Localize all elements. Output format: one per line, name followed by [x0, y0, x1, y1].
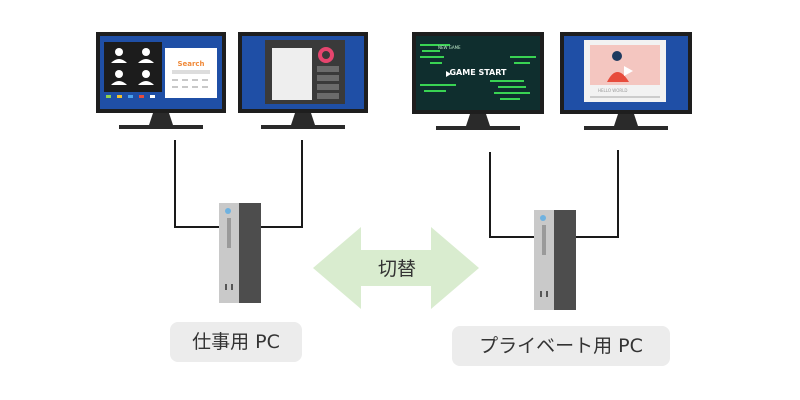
game-start-text: GAME START — [449, 68, 507, 77]
search-box — [172, 70, 210, 74]
monitor-stand — [436, 114, 520, 130]
presenter-body — [607, 72, 629, 82]
switch-label: 切替 — [377, 258, 416, 280]
menu-selector-icon — [446, 71, 451, 77]
search-results — [172, 79, 208, 88]
call-control-dots — [106, 95, 155, 98]
work-pc-tower — [219, 203, 261, 303]
search-logo-text: Search — [177, 60, 204, 68]
monitor-graphics-editor — [238, 32, 368, 129]
tower-face — [219, 203, 239, 303]
video-caption-text: HELLO WORLD — [598, 88, 627, 93]
monitor-video-player: HELLO WORLD — [560, 32, 692, 130]
cable-monitor2-workpc — [258, 140, 303, 228]
monitor-video-conference: Search — [96, 32, 226, 129]
video-progress-bar — [590, 96, 660, 98]
cables — [174, 140, 619, 238]
private-pc-label: プライベート用 PC — [452, 326, 670, 366]
power-button-icon — [540, 215, 546, 221]
work-pc-label: 仕事用 PC — [170, 322, 302, 362]
power-button-icon — [225, 208, 231, 214]
editor-canvas — [272, 48, 312, 100]
monitor-stand — [261, 113, 345, 129]
tower-face — [534, 210, 554, 310]
code-lines — [420, 44, 536, 100]
color-wheel-icon — [318, 47, 334, 63]
editor-panels — [317, 66, 339, 99]
cable-monitor3-privatepc — [489, 152, 534, 238]
game-screen — [416, 36, 540, 110]
presenter-head — [612, 51, 622, 61]
monitor-stand — [119, 113, 203, 129]
game-menu-text: NEW GAME — [438, 45, 461, 50]
play-button-icon — [624, 66, 633, 76]
monitor-game: NEW GAME GAME START — [412, 32, 544, 130]
usb-ports — [225, 284, 233, 290]
drive-bay — [227, 218, 231, 248]
participant-avatar — [111, 48, 154, 85]
cable-monitor1-workpc — [174, 140, 219, 228]
private-pc-tower — [534, 210, 576, 310]
monitor-stand — [584, 114, 668, 130]
drive-bay — [542, 225, 546, 255]
cable-monitor4-privatepc — [576, 150, 619, 238]
switch-arrow — [313, 227, 479, 309]
usb-ports — [540, 291, 548, 297]
